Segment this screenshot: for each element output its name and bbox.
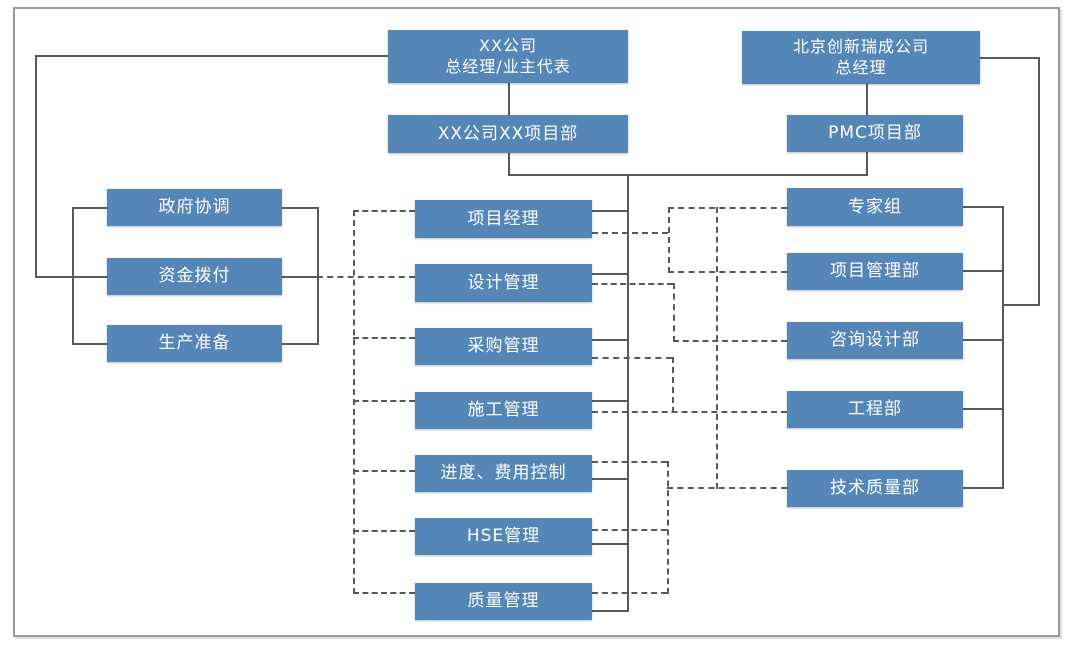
connector-dashed [353,470,415,472]
connector-dashed [592,592,667,594]
node-project-mgmt-dept: 项目管理部 [787,253,963,290]
connector-solid [508,174,868,176]
connector-dashed [592,283,673,285]
connector-solid [592,400,627,402]
connector-dashed [592,232,668,234]
node-gov-coordination: 政府协调 [107,189,282,226]
node-project-manager: 项目经理 [415,200,592,238]
node-tech-quality-dept: 技术质量部 [787,470,963,507]
node-hse-mgmt: HSE管理 [415,518,592,555]
connector-solid [963,270,1002,272]
connector-dashed [668,207,787,209]
connector-solid [1038,57,1040,306]
node-expert-group: 专家组 [787,188,963,226]
connector-dashed [668,207,670,273]
connector-solid [592,478,627,480]
connector-dashed [592,461,667,463]
connector-solid [508,83,510,115]
connector-dashed [353,400,415,402]
connector-solid [592,543,627,545]
connector-dashed [673,283,675,342]
connector-dashed [353,210,415,212]
connector-solid [592,210,627,212]
connector-solid [627,174,629,612]
connector-dashed [592,357,672,359]
connector-dashed [673,340,787,342]
connector-solid [282,207,317,209]
connector-dashed [668,271,787,273]
connector-dashed [716,207,718,489]
connector-dashed [317,276,415,278]
node-design-mgmt: 设计管理 [415,264,592,302]
node-quality-mgmt: 质量管理 [415,583,592,620]
node-fund-allocation: 资金拨付 [107,258,282,295]
connector-dashed [592,411,787,413]
connector-solid [592,273,627,275]
connector-solid [282,343,317,345]
connector-solid [35,55,37,278]
connector-solid [866,152,868,176]
node-construction-mgmt: 施工管理 [415,392,592,429]
connector-dashed [667,461,669,594]
connector-dashed [353,530,415,532]
connector-solid [963,408,1002,410]
connector-solid [282,276,317,278]
node-procurement-mgmt: 采购管理 [415,328,592,365]
node-pmc-project-dept: PMC项目部 [787,115,963,152]
connector-dashed [667,487,787,489]
node-production-prep: 生产准备 [107,325,282,362]
connector-dashed [353,210,355,594]
connector-solid [980,57,1040,59]
node-consulting-design-dept: 咨询设计部 [787,322,963,359]
connector-solid [72,207,74,345]
connector-solid [1002,304,1040,306]
node-engineering-dept: 工程部 [787,391,963,428]
connector-solid [963,487,1002,489]
node-pmc-gm: 北京创新瑞成公司 总经理 [742,31,980,84]
connector-dashed [353,337,415,339]
connector-solid [35,276,107,278]
connector-solid [1002,206,1004,489]
connector-solid [72,207,107,209]
node-owner-project-dept: XX公司XX项目部 [388,115,628,153]
diagram-frame [13,7,1060,637]
connector-solid [592,339,627,341]
connector-solid [592,610,627,612]
node-schedule-cost-control: 进度、费用控制 [415,455,592,492]
connector-solid [508,153,510,176]
connector-solid [963,206,1002,208]
node-owner-gm: XX公司 总经理/业主代表 [388,30,628,83]
connector-solid [866,84,868,115]
connector-solid [35,55,388,57]
connector-dashed [672,357,674,413]
connector-dashed [592,529,667,531]
connector-dashed [353,592,415,594]
connector-solid [72,343,107,345]
connector-solid [963,339,1002,341]
